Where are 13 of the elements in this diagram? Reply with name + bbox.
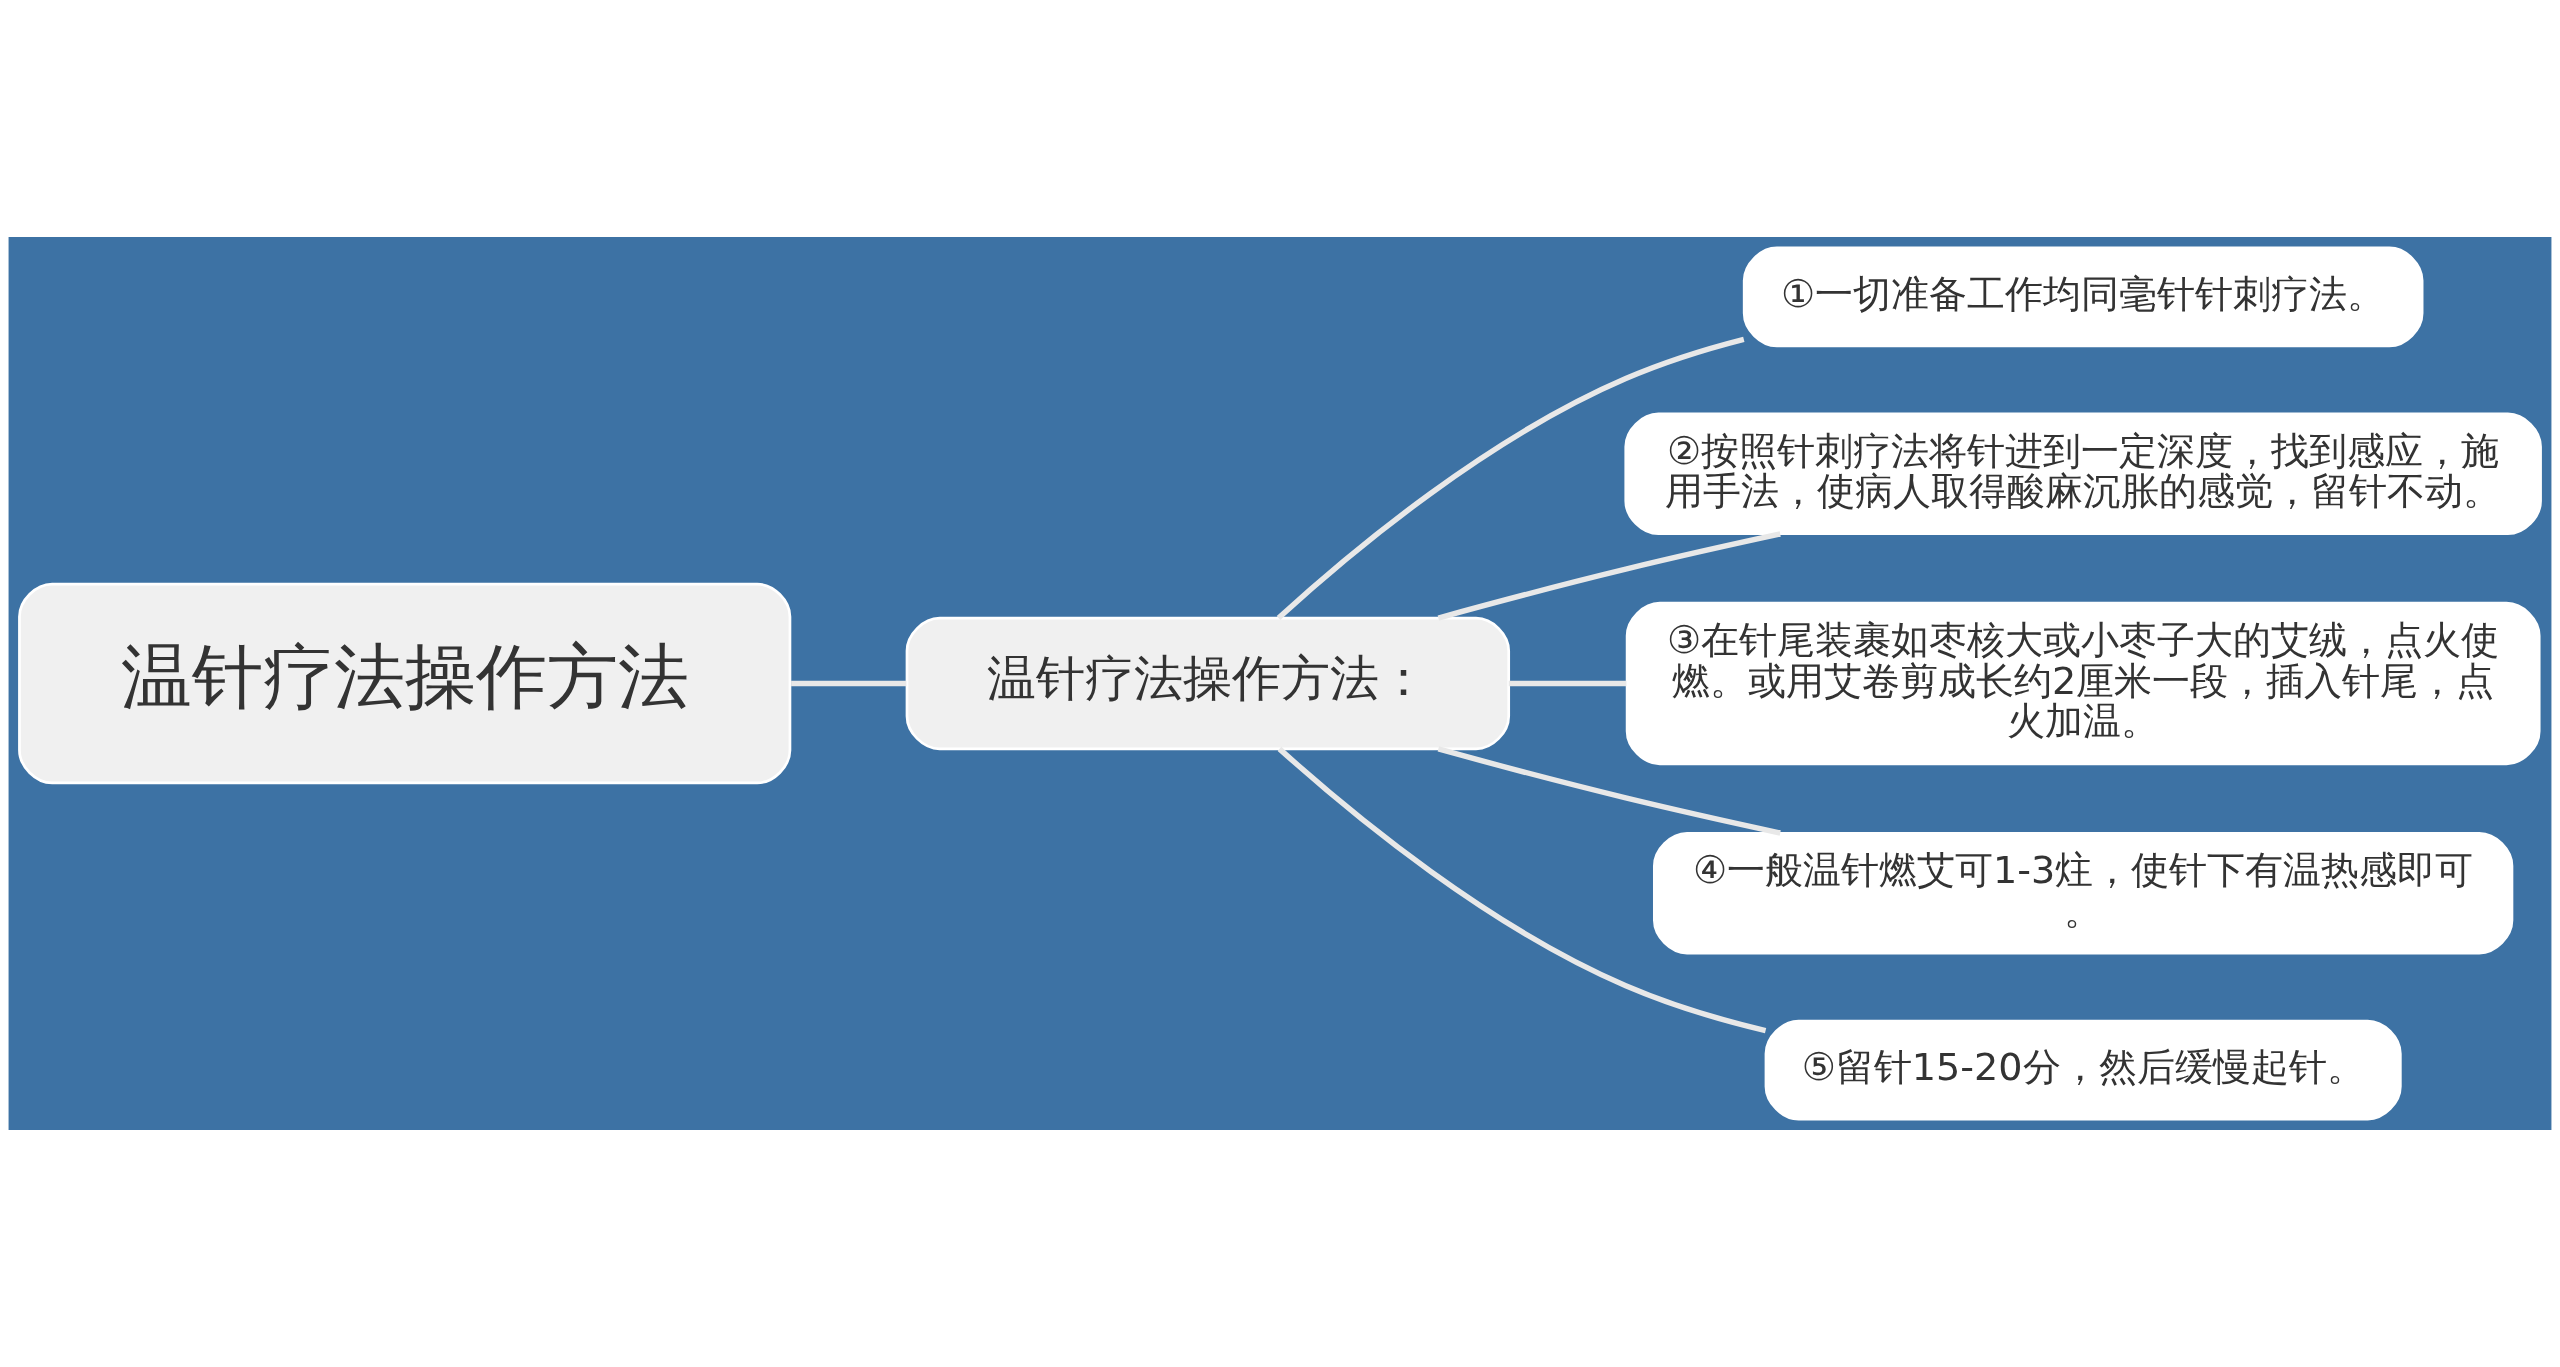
node-box: 温针疗法操作方法：	[905, 616, 1511, 751]
node-box: 温针疗法操作方法	[18, 582, 792, 785]
connector	[1276, 336, 1745, 621]
node-box: ⑤留针15-20分，然后缓慢起针。	[1764, 1019, 2402, 1121]
node-box: ③在针尾装裹如枣核大或小枣子大的艾绒，点火使燃。或用艾卷剪成长约2厘米一段，插入针尾，点火加温。	[1625, 601, 2541, 766]
node-box: ②按照针刺疗法将针进到一定深度，找到感应，施用手法，使病人取得酸麻沉胀的感觉，留针不动。	[1624, 412, 2542, 536]
node-box: ④一般温针燃艾可1-3炷，使针下有温热感即可。	[1653, 831, 2514, 955]
connector	[1437, 746, 1781, 836]
connector	[1437, 531, 1781, 621]
connector	[1277, 746, 1767, 1034]
connector	[791, 680, 907, 687]
node-box: ①一切准备工作均同毫针针刺疗法。	[1742, 246, 2424, 348]
connector	[1508, 680, 1627, 687]
